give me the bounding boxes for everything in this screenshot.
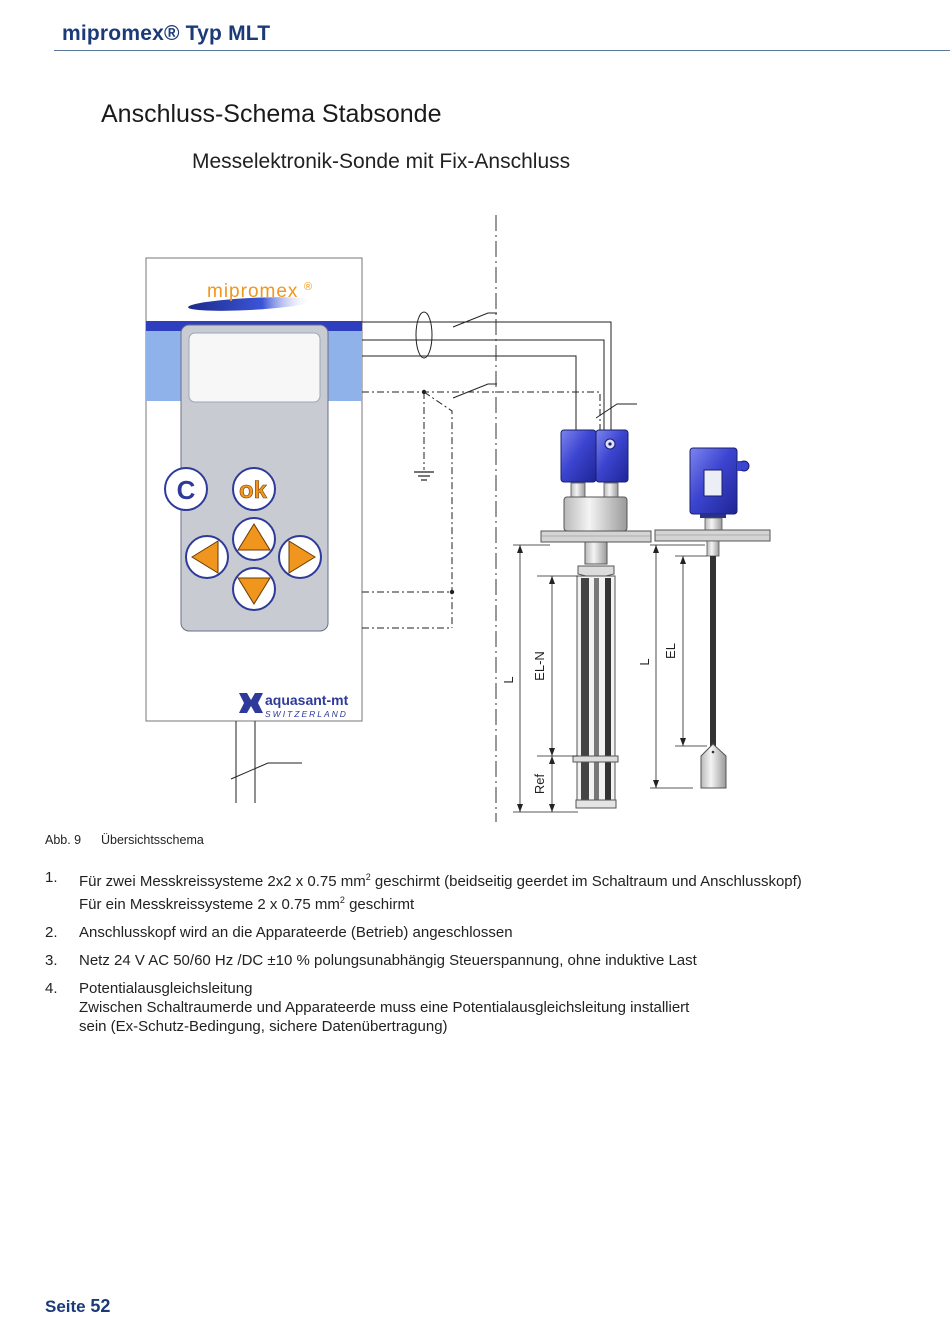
mounting-flange [654, 529, 771, 542]
device-panel: mipromex ® C ok [145, 257, 363, 722]
arrow-up-icon [237, 523, 271, 551]
dim-label-Ref: Ref [532, 773, 547, 794]
arrow-down-button[interactable] [232, 567, 276, 611]
caption-number: Abb. 9 [45, 833, 82, 847]
footer-label: Seite [45, 1297, 86, 1316]
notes-list: 1. Für zwei Messkreissysteme 2x2 x 0.75 … [45, 868, 905, 1045]
display-screen [188, 332, 321, 403]
section-subtitle: Messelektronik-Sonde mit Fix-Anschluss [192, 150, 571, 173]
note-number: 1. [45, 869, 58, 886]
maker-country: SWITZERLAND [265, 709, 348, 719]
ground-leader [452, 383, 497, 399]
brand-swoosh [188, 297, 312, 311]
note-line: Für zwei Messkreissysteme 2x2 x 0.75 mm2… [79, 872, 802, 890]
ok-button[interactable]: ok [232, 467, 276, 511]
shield-wire [362, 391, 601, 430]
dim-label-L: L [501, 676, 516, 683]
arrow-left-button[interactable] [185, 535, 229, 579]
head-leader [595, 403, 637, 419]
c-button[interactable]: C [164, 467, 208, 511]
arrow-up-button[interactable] [232, 517, 276, 561]
cable-shield [415, 311, 433, 359]
probe-rope [710, 556, 716, 746]
list-item: 1. Für zwei Messkreissysteme 2x2 x 0.75 … [45, 868, 905, 914]
connection-head [595, 429, 629, 483]
device-brand-mark: ® [304, 281, 312, 293]
note-number: 3. [45, 952, 58, 969]
note-line: Potentialausgleichsleitung [79, 980, 253, 997]
junction-dot [449, 589, 455, 595]
list-item: 3. Netz 24 V AC 50/60 Hz /DC ±10 % polun… [45, 951, 905, 970]
head-window [703, 469, 723, 497]
dim-label-L: L [637, 658, 652, 665]
note-text: Netz 24 V AC 50/60 Hz /DC ±10 % polungsu… [79, 952, 697, 969]
note-number: 4. [45, 980, 58, 997]
header-title: mipromex® Typ MLT [62, 22, 271, 45]
cable-leader [452, 312, 497, 328]
mounting-flange [540, 530, 652, 543]
ground-icon [414, 471, 434, 481]
caption-text: Übersichtsschema [101, 833, 204, 847]
note-line: Für ein Messkreissysteme 2 x 0.75 mm2 ge… [79, 895, 415, 913]
note-line: Zwischen Schaltraumerde und Apparateerde… [79, 999, 690, 1016]
supply-leader [230, 762, 302, 780]
wiring-diagram: mipromex ® C ok [145, 215, 771, 822]
note-line: sein (Ex-Schutz-Bedingung, sichere Daten… [79, 1018, 448, 1035]
arrow-down-icon [237, 577, 271, 605]
ok-button-label: ok [239, 477, 268, 504]
figure-caption: Abb. 9 Übersichtsschema [45, 833, 204, 847]
rod-probe [540, 429, 652, 809]
note-text: Anschlusskopf wird an die Apparateerde (… [79, 924, 513, 941]
maker-name: aquasant-mt [265, 692, 349, 708]
connection-head [560, 429, 597, 483]
signal-wire [362, 339, 605, 430]
signal-wire [362, 355, 577, 430]
page-number: 52 [90, 1296, 111, 1316]
device-brand: mipromex [207, 281, 298, 302]
page-footer: Seite 52 [45, 1296, 110, 1317]
list-item: 2. Anschlusskopf wird an die Apparateerd… [45, 923, 905, 942]
aquasant-logo-icon [239, 693, 263, 713]
signal-wire [362, 321, 612, 430]
list-item: 4. Potentialausgleichsleitung Zwischen S… [45, 979, 905, 1036]
arrow-left-icon [191, 540, 219, 574]
rope-probe [654, 447, 771, 789]
probe-weight [700, 743, 727, 789]
switch-wire [423, 391, 453, 628]
section-title: Anschluss-Schema Stabsonde [101, 100, 442, 128]
header-divider [54, 50, 950, 51]
note-number: 2. [45, 924, 58, 941]
arrow-right-button[interactable] [278, 535, 322, 579]
arrow-right-icon [288, 540, 316, 574]
c-button-label: C [177, 475, 196, 505]
dim-label-EL-N: EL-N [532, 651, 547, 681]
dim-label-EL: EL [663, 643, 678, 659]
probe-housing [563, 496, 628, 532]
